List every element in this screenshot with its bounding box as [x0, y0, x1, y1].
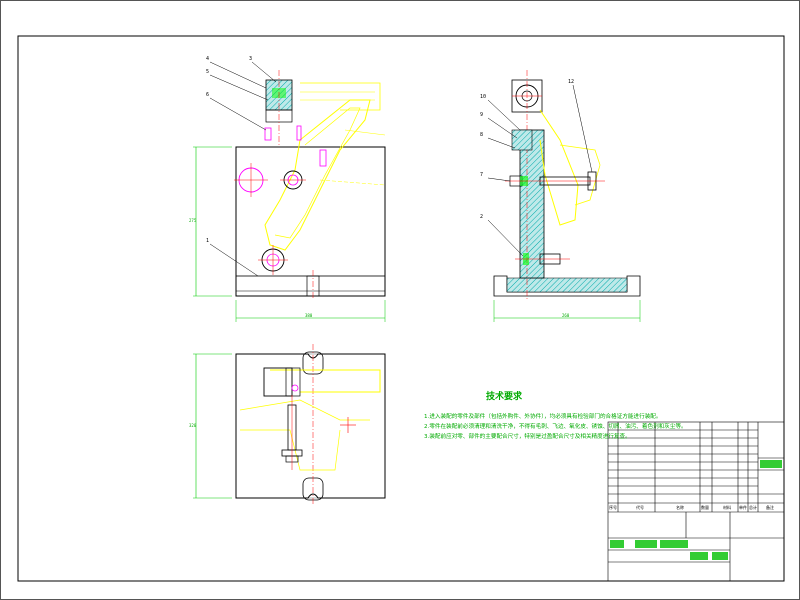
bom-col-no: 序号 — [609, 505, 617, 510]
dim-front-width: 380 — [305, 313, 313, 318]
callout-4: 4 — [206, 56, 210, 62]
bom-col-code: 代号 — [636, 505, 644, 510]
bom-col-name: 名称 — [676, 505, 684, 510]
callout-3: 3 — [249, 56, 253, 62]
tech-req-line-1: 1.进入装配的零件及部件（包括外购件、外协件），均必须具有检验部门的合格证方能进… — [424, 414, 662, 420]
front-view — [193, 61, 386, 322]
bom-col-qty: 数量 — [701, 505, 709, 510]
side-view — [487, 70, 641, 322]
callout-12: 12 — [568, 79, 575, 85]
bom-col-unit: 单件 — [739, 505, 747, 510]
technical-requirements: 技术要求 1.进入装配的零件及部件（包括外购件、外协件），均必须具有检验部门的合… — [424, 392, 687, 442]
callout-2: 2 — [480, 214, 484, 220]
dim-side-width: 260 — [562, 313, 570, 318]
dim-front-height: 275 — [189, 218, 197, 223]
callout-6: 6 — [206, 92, 210, 98]
bom-col-note: 备注 — [766, 505, 774, 510]
callout-5: 5 — [206, 69, 210, 75]
top-view — [193, 344, 386, 505]
tech-req-line-3: 3.装配前应对零、部件的主要配合尺寸，特别是过盈配合尺寸及相关精度进行复查。 — [424, 434, 631, 440]
bom-col-material: 材料 — [723, 505, 731, 510]
bom-header: 序号 代号 名称 数量 材料 单件 总计 备注 — [608, 504, 784, 512]
title-block — [607, 421, 785, 582]
callout-7: 7 — [480, 172, 484, 178]
callout-8: 8 — [480, 132, 484, 138]
callout-1: 1 — [206, 238, 210, 244]
bom-col-total: 总计 — [749, 505, 757, 510]
callout-9: 9 — [480, 112, 484, 118]
dim-top-height: 320 — [189, 423, 197, 428]
drawing-frame — [17, 35, 785, 582]
tech-req-title: 技术要求 — [485, 392, 522, 402]
tech-req-line-2: 2.零件在装配前必须清理和清洗干净，不得有毛刺、飞边、氧化皮、锈蚀、切屑、油污、… — [424, 424, 687, 430]
callout-10: 10 — [480, 94, 487, 100]
